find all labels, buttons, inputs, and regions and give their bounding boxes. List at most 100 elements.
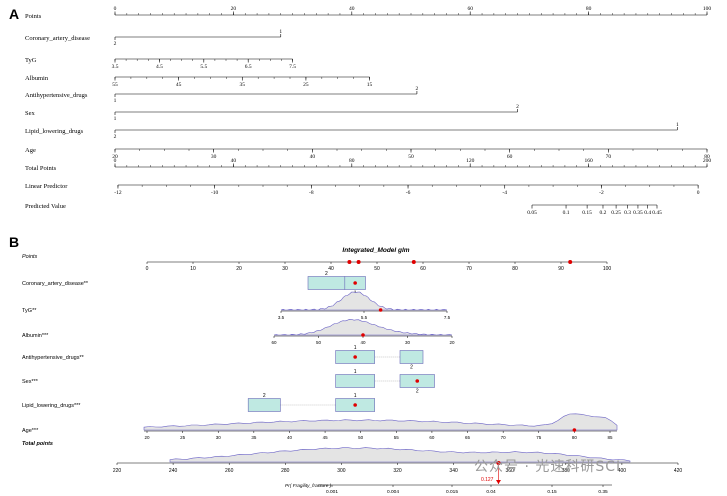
box-label-antihypertensive-drugs-1: 1: [354, 345, 357, 351]
tick-label-age-5: 70: [606, 154, 612, 160]
selected-marker-albumin: [361, 333, 365, 337]
tick-label-age-11: 75: [536, 435, 542, 440]
row-label-predicted-value: Predicted Value: [25, 203, 66, 210]
density-age: [143, 413, 618, 431]
row-label-coronary-artery-disease: Coronary_artery_disease: [25, 35, 90, 42]
tick-label-age-1: 30: [211, 154, 217, 160]
tick-label-age-8: 60: [429, 435, 435, 440]
tick-label-age-2: 30: [216, 435, 222, 440]
tick-label-predicted-value-7: 0.4: [644, 210, 651, 216]
selected-probability-value: 0.127: [481, 477, 494, 483]
tick-label-linear-predictor-5: -2: [599, 190, 604, 196]
box-label-antihypertensive-drugs-2: 2: [410, 365, 413, 371]
box-antihypertensive-drugs-2: [399, 350, 424, 364]
tick-label-age-4: 40: [287, 435, 293, 440]
tick-label-age-13: 85: [607, 435, 613, 440]
tick-label-probability-2: 0.015: [446, 489, 458, 495]
row-label-antihypertensive-drugs: Antihypertensive_drugs**: [22, 355, 85, 361]
tick-label-points-40: 40: [328, 266, 334, 272]
tick-label-tyg-1: 5.5: [361, 315, 368, 320]
row-label-coronary-artery-disease: Coronary_artery_disease**: [22, 281, 89, 287]
box-coronary-artery-disease-2: [307, 276, 346, 290]
tick-label-tyg-2: 5.5: [200, 64, 207, 70]
box-label-sex-1: 1: [354, 369, 357, 375]
tick-label-total-points-420: 420: [674, 468, 683, 474]
tick-label-total-points-4: 160: [584, 158, 593, 164]
density-albumin: [273, 318, 453, 336]
tick-label-predicted-value-5: 0.3: [624, 210, 631, 216]
tick-label-age-12: 80: [572, 435, 578, 440]
tick-label-points-1: 20: [231, 6, 237, 12]
tick-label-predicted-value-3: 0.2: [600, 210, 607, 216]
selected-marker-lipid-lowering-drugs: [353, 403, 357, 407]
tick-label-age-5: 45: [323, 435, 329, 440]
tick-label-linear-predictor-2: -8: [309, 190, 314, 196]
tick-label-age-3: 50: [408, 154, 414, 160]
tick-label-points-70: 70: [466, 266, 472, 272]
tick-label-probability-5: 0.35: [598, 489, 608, 495]
chart-title: Integrated_Model glm: [342, 247, 409, 254]
selected-probability-arrow: [495, 480, 501, 484]
density-tyg: [280, 291, 448, 311]
tick-label-age-2: 40: [310, 154, 316, 160]
tick-label-total-points-0: 0: [114, 158, 117, 164]
tick-label-age-9: 65: [465, 435, 471, 440]
tick-label-linear-predictor-1: -10: [211, 190, 219, 196]
tick-label-linear-predictor-4: -4: [502, 190, 507, 196]
tick-label-total-points-300: 300: [337, 468, 346, 474]
tick-label-antihypertensive-drugs-2: 2: [416, 86, 419, 92]
tick-label-probability-0: 0.001: [326, 489, 338, 495]
tick-label-points-50: 50: [374, 266, 380, 272]
selected-total-marker: [496, 461, 501, 465]
tick-label-linear-predictor-6: 0: [697, 190, 700, 196]
selected-marker-age: [572, 428, 577, 432]
tick-label-probability-3: 0.04: [486, 489, 496, 495]
tick-label-coronary-artery-disease-2: 2: [114, 41, 117, 47]
tick-label-albumin-2: 40: [360, 340, 366, 345]
box-label-lipid-lowering-drugs-2: 2: [263, 393, 266, 399]
tick-label-predicted-value-6: 0.35: [633, 210, 643, 216]
tick-label-predicted-value-2: 0.15: [582, 210, 592, 216]
tick-label-albumin-0: 55: [112, 82, 118, 88]
selected-point-marker: [568, 260, 573, 264]
tick-label-albumin-2: 35: [240, 82, 246, 88]
tick-label-points-5: 100: [703, 6, 712, 12]
tick-label-tyg-2: 7.5: [444, 315, 451, 320]
box-label-coronary-artery-disease-2: 2: [325, 271, 328, 277]
row-label-total-points: Total Points: [25, 165, 57, 172]
tick-label-lipid-lowering-drugs-1: 1: [676, 122, 679, 128]
tick-label-points-10: 10: [190, 266, 196, 272]
tick-label-points-3: 60: [467, 6, 473, 12]
panel-a-label: A: [9, 6, 20, 22]
tick-label-tyg-1: 4.5: [156, 64, 163, 70]
panel-b-label: B: [9, 234, 20, 250]
box-sex-1: [335, 374, 376, 388]
tick-label-albumin-1: 50: [316, 340, 322, 345]
tick-label-age-0: 20: [144, 435, 150, 440]
tick-label-age-1: 25: [180, 435, 186, 440]
tick-label-points-2: 40: [349, 6, 355, 12]
tick-label-points-30: 30: [282, 266, 288, 272]
tick-label-age-4: 60: [507, 154, 513, 160]
tick-label-tyg-0: 3.5: [278, 315, 285, 320]
row-label-lipid-lowering-drugs: Lipid_lowering_drugs***: [22, 403, 81, 409]
tick-label-tyg-0: 3.5: [112, 64, 119, 70]
tick-label-total-points-260: 260: [225, 468, 234, 474]
tick-label-predicted-value-4: 0.25: [611, 210, 621, 216]
tick-label-albumin-3: 30: [405, 340, 411, 345]
tick-label-linear-predictor-3: -6: [406, 190, 411, 196]
row-label-sex: Sex***: [22, 379, 39, 385]
tick-label-age-7: 55: [394, 435, 400, 440]
tick-label-points-100: 100: [603, 266, 612, 272]
box-lipid-lowering-drugs-2: [247, 398, 281, 412]
tick-label-total-points-1: 40: [231, 158, 237, 164]
tick-label-albumin-1: 45: [176, 82, 182, 88]
tick-label-total-points-400: 400: [618, 468, 627, 474]
row-label-antihypertensive-drugs: Antihypertensive_drugs: [25, 92, 88, 99]
tick-label-total-points-380: 380: [562, 468, 571, 474]
tick-label-albumin-3: 25: [303, 82, 309, 88]
tick-label-probability-1: 0.004: [387, 489, 399, 495]
tick-label-points-80: 80: [512, 266, 518, 272]
watermark-text: 公众号 · 光速科研SCI: [474, 459, 622, 475]
